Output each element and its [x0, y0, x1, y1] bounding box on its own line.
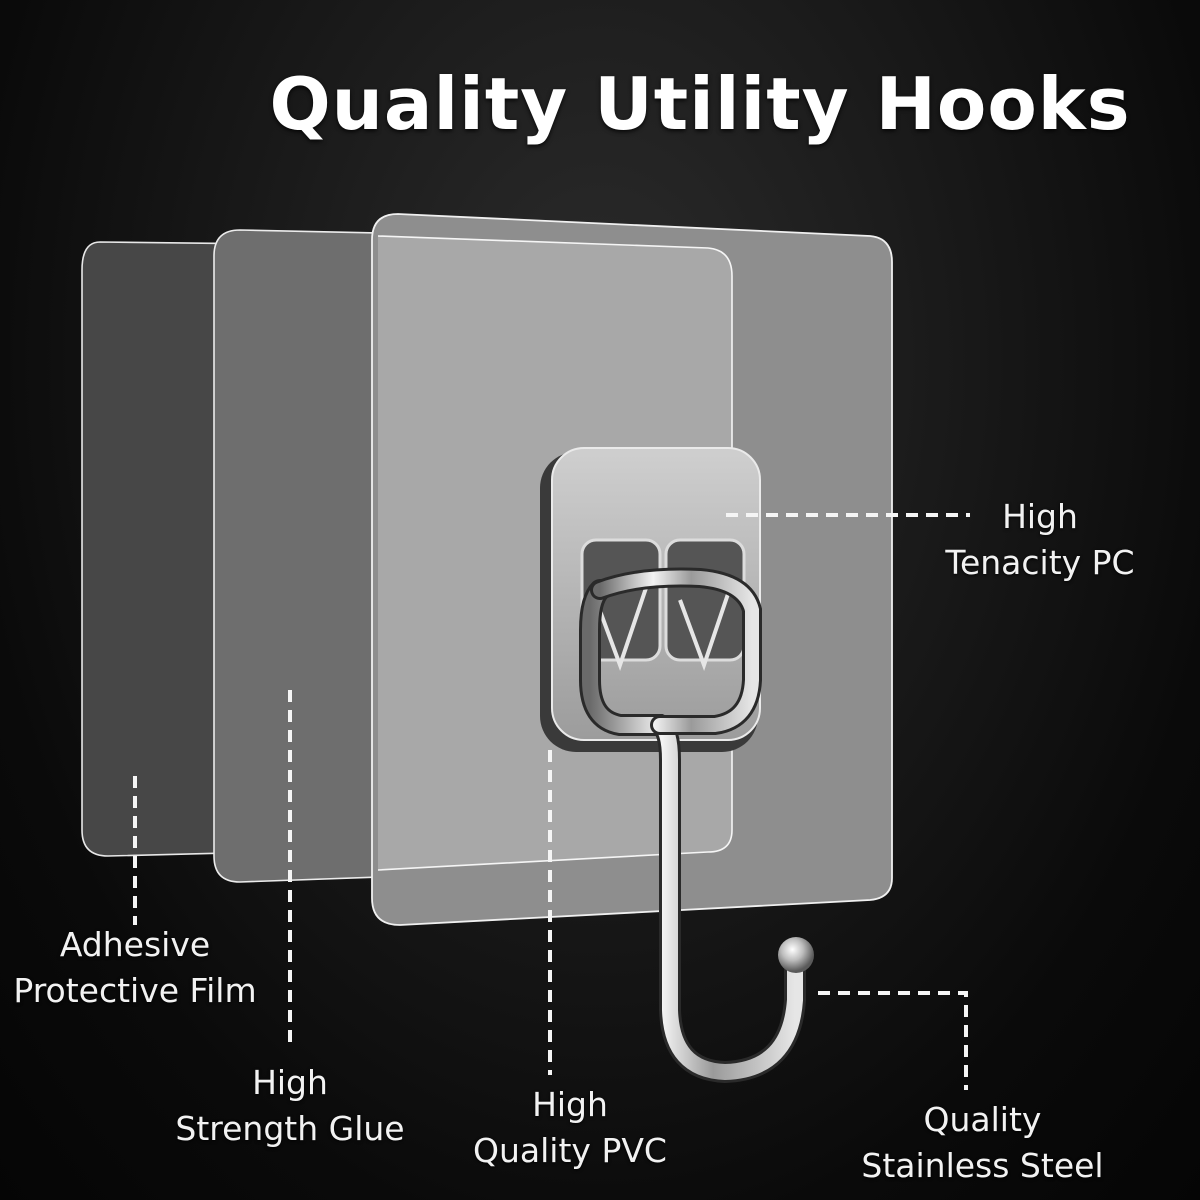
callout-lines — [133, 513, 970, 1090]
callout-strength-glue: High Strength Glue — [175, 1063, 405, 1148]
pc-backplate — [540, 447, 761, 752]
stainless-steel-hook — [579, 567, 814, 1084]
headline: Quality Utility Hooks — [269, 62, 1131, 146]
callout-tenacity-pc: High Tenacity PC — [945, 497, 1135, 582]
callout-line-steel — [818, 991, 968, 1090]
callout-stainless-steel: Quality Stainless Steel — [861, 1100, 1104, 1185]
callout-quality-pvc: High Quality PVC — [473, 1085, 667, 1170]
callout-adhesive-film: Adhesive Protective Film — [13, 925, 257, 1010]
